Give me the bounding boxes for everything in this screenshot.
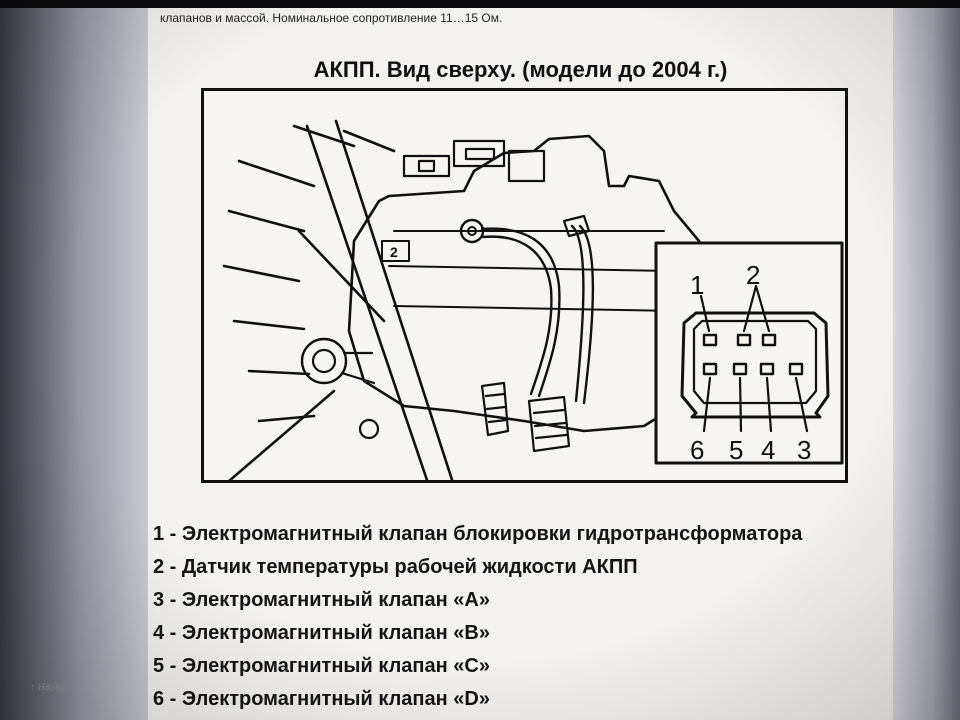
figure-title: АКПП. Вид сверху. (модели до 2004 г.) bbox=[313, 57, 728, 82]
pin-label-3: 3 bbox=[797, 435, 811, 465]
legend-item-2: 2 - Датчик температуры рабочей жидкости … bbox=[153, 556, 638, 578]
legend-item-3: 3 - Электромагнитный клапан «А» bbox=[153, 589, 490, 611]
pin-labels: 1 2 6 5 4 3 bbox=[690, 260, 811, 465]
transmission-diagram: 2 1 2 6 5 bbox=[201, 88, 848, 483]
legend-item-4: 4 - Электромагнитный клапан «B» bbox=[153, 622, 490, 644]
transmission-drawing: 2 bbox=[222, 119, 844, 480]
back-link[interactable]: ↑ Назад bbox=[30, 682, 67, 693]
pin-label-4: 4 bbox=[761, 435, 775, 465]
legend-item-1: 1 - Электромагнитный клапан блокировки г… bbox=[153, 523, 803, 545]
legend-item-6: 6 - Электромагнитный клапан «D» bbox=[153, 688, 490, 710]
screen-right-margin bbox=[893, 8, 960, 720]
document-page: клапанов и массой. Номинальное сопротивл… bbox=[148, 8, 893, 720]
svg-text:2: 2 bbox=[390, 244, 398, 260]
screen-left-margin bbox=[0, 8, 148, 720]
pin-label-6: 6 bbox=[690, 435, 704, 465]
legend-item-5: 5 - Электромагнитный клапан «C» bbox=[153, 655, 490, 677]
previous-text-line: клапанов и массой. Номинальное сопротивл… bbox=[160, 11, 503, 25]
pin-label-2: 2 bbox=[746, 260, 760, 290]
pin-label-5: 5 bbox=[729, 435, 743, 465]
pin-label-1: 1 bbox=[690, 270, 704, 300]
monitor-bezel bbox=[0, 0, 960, 8]
